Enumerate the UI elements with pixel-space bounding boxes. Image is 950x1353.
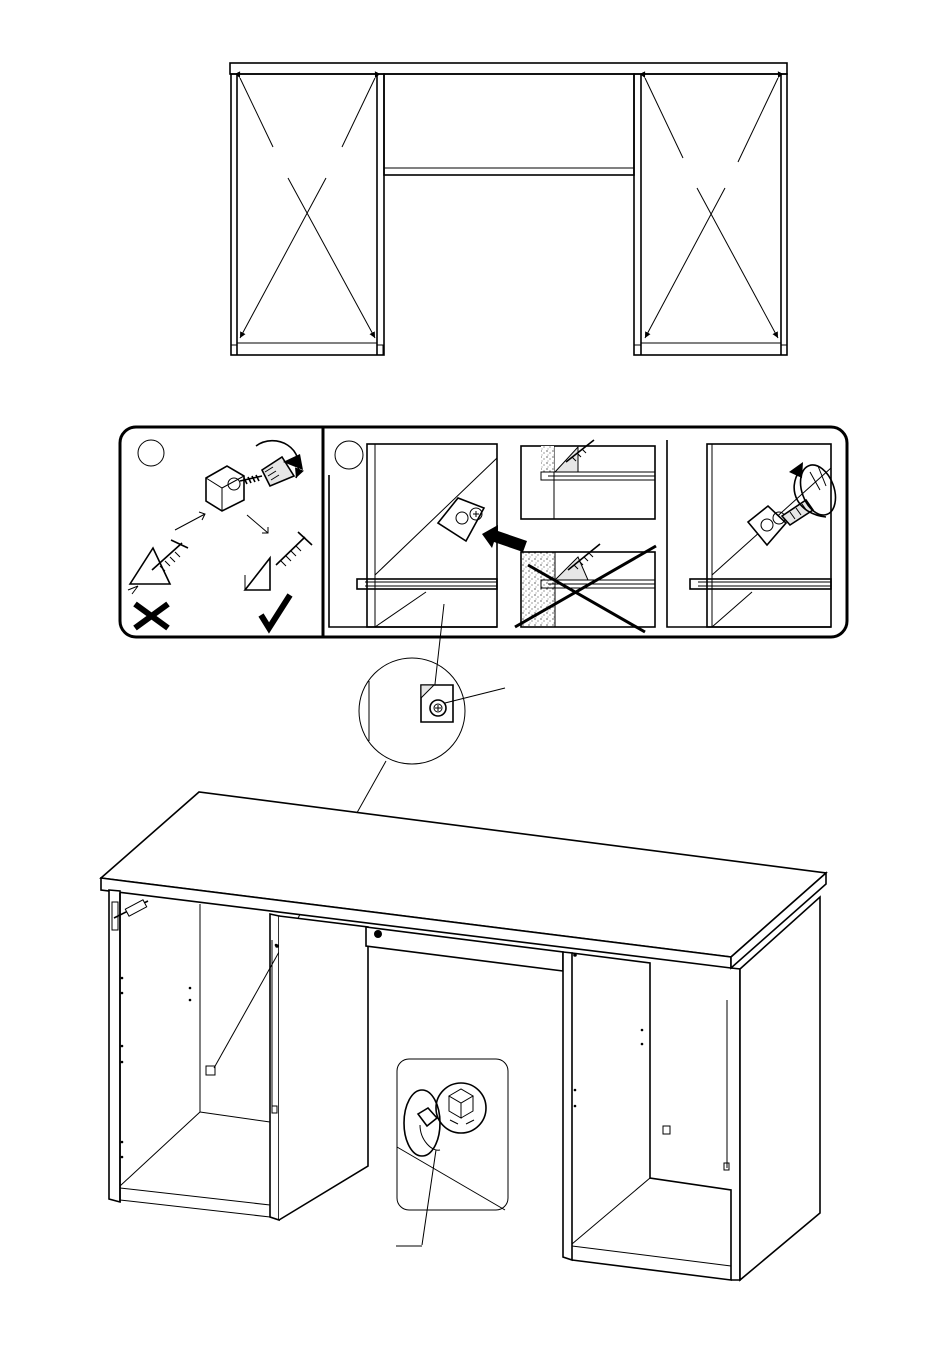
strip-frame — [120, 427, 847, 637]
check-icon — [261, 595, 290, 628]
left-diagonal-check-lines — [240, 78, 375, 338]
instruction-strip — [120, 427, 847, 637]
step-2-panel — [329, 440, 842, 632]
drawer-knob — [374, 930, 382, 938]
right-diagonal-check-lines — [645, 78, 778, 338]
corner-bracket-icon — [206, 466, 244, 511]
step-1-panel — [128, 440, 312, 628]
wrong-mount-detail — [515, 544, 656, 632]
guide-arrow-up-icon — [175, 512, 205, 530]
tightening-detail — [667, 440, 842, 627]
bumper-detail-frame — [397, 1059, 508, 1210]
desk-front-view — [230, 63, 787, 355]
push-arrow-icon — [482, 525, 527, 552]
inner-panel — [367, 444, 497, 627]
step-1-number-circle — [138, 440, 164, 466]
guide-arrow-down-icon — [247, 515, 268, 533]
desk-perspective-view — [101, 792, 826, 1280]
desktop-top-edge — [230, 63, 787, 74]
correct-bracket-example — [245, 532, 312, 590]
correct-mount-detail — [521, 440, 655, 519]
step-2-number-circle — [335, 441, 363, 469]
wrong-bracket-example — [128, 540, 188, 594]
shelf-rail — [357, 579, 497, 589]
cross-icon — [135, 604, 168, 628]
bumper-detail-callout — [396, 1059, 508, 1246]
left-pedestal-3d — [109, 890, 368, 1220]
modesty-panel — [384, 74, 634, 175]
